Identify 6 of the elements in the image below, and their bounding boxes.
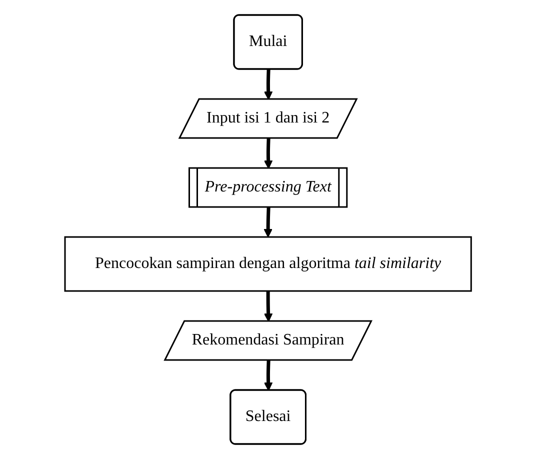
arrow (264, 69, 273, 100)
arrow (264, 291, 273, 322)
arrow (264, 138, 273, 169)
arrow (264, 360, 273, 391)
node-box: Pencocokan sampiran dengan algoritma tail similarity (64, 236, 472, 292)
arrow (264, 207, 272, 238)
